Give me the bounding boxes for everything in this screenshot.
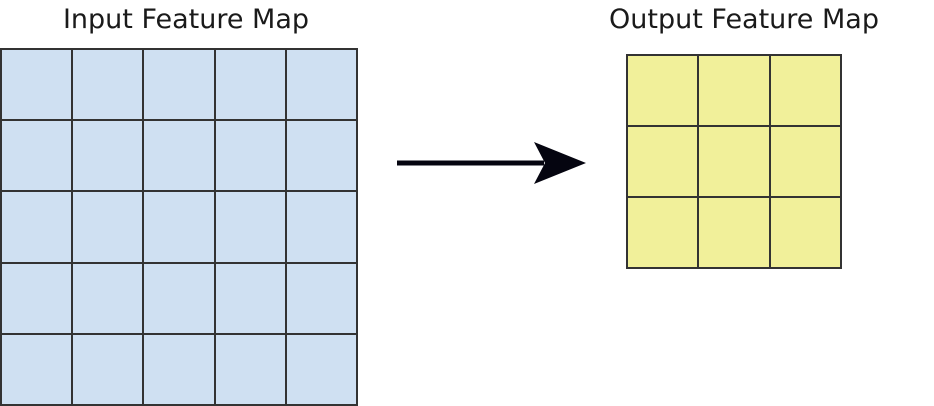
output-cell-r0-c0 xyxy=(628,56,698,125)
input-cell-r2-c0 xyxy=(2,192,72,262)
arrow-head xyxy=(534,142,586,184)
input-cell-r2-c2 xyxy=(144,192,214,262)
input-cell-r1-c1 xyxy=(73,121,143,191)
output-cell-r2-c1 xyxy=(699,198,769,267)
input-cell-r2-c4 xyxy=(286,192,356,262)
input-cell-r2-c1 xyxy=(73,192,143,262)
input-cell-r1-c2 xyxy=(144,121,214,191)
input-cell-r1-c4 xyxy=(286,121,356,191)
output-feature-map-grid xyxy=(626,54,842,269)
input-cell-r4-c0 xyxy=(2,334,72,404)
input-cell-r4-c1 xyxy=(73,334,143,404)
input-cell-r4-c2 xyxy=(144,334,214,404)
output-feature-map-title: Output Feature Map xyxy=(609,4,879,35)
input-cell-r3-c0 xyxy=(2,263,72,333)
input-cell-r1-c0 xyxy=(2,121,72,191)
input-cell-r4-c4 xyxy=(286,334,356,404)
input-cell-r3-c1 xyxy=(73,263,143,333)
input-feature-map-grid xyxy=(0,48,358,406)
input-cell-r3-c4 xyxy=(286,263,356,333)
input-cell-r3-c3 xyxy=(215,263,285,333)
output-cell-r0-c2 xyxy=(770,56,840,125)
right-arrow-icon xyxy=(397,142,586,184)
input-cell-r0-c0 xyxy=(2,50,72,120)
input-cell-r0-c2 xyxy=(144,50,214,120)
output-cell-r0-c1 xyxy=(699,56,769,125)
input-cell-r2-c3 xyxy=(215,192,285,262)
output-cell-r1-c2 xyxy=(770,127,840,196)
output-cell-r2-c2 xyxy=(770,198,840,267)
input-cell-r0-c3 xyxy=(215,50,285,120)
input-cell-r1-c3 xyxy=(215,121,285,191)
input-cell-r0-c4 xyxy=(286,50,356,120)
input-feature-map-title: Input Feature Map xyxy=(62,4,310,35)
input-cell-r3-c2 xyxy=(144,263,214,333)
output-cell-r1-c0 xyxy=(628,127,698,196)
input-cell-r0-c1 xyxy=(73,50,143,120)
output-cell-r2-c0 xyxy=(628,198,698,267)
output-cell-r1-c1 xyxy=(699,127,769,196)
input-cell-r4-c3 xyxy=(215,334,285,404)
